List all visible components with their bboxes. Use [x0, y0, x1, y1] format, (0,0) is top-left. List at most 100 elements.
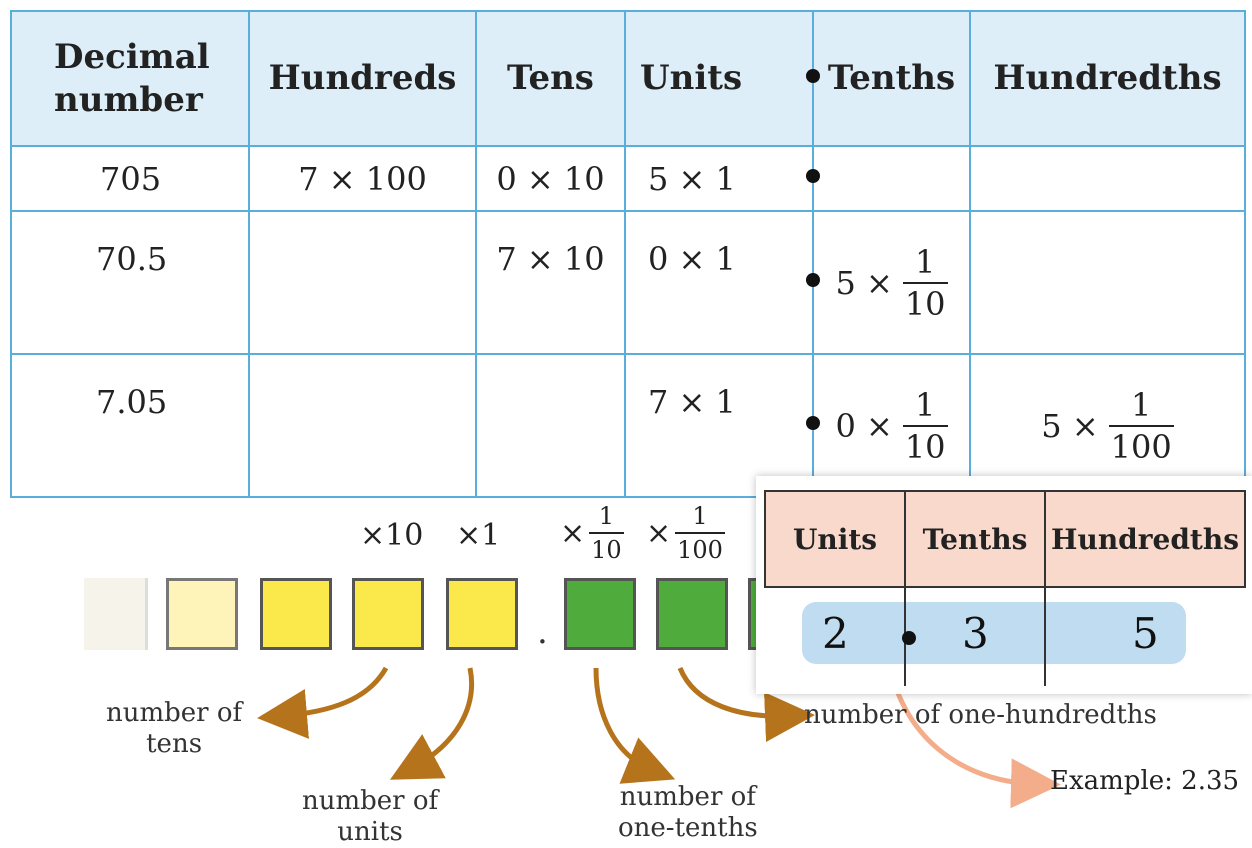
cell-text: 7 × 100 [298, 159, 427, 198]
cell-text: 5 × 1 [648, 159, 736, 198]
coefficient: 0 × [835, 406, 893, 445]
header-text: Hundredths [993, 58, 1222, 99]
coefficient: 5 × [1041, 406, 1099, 445]
example-cell [765, 587, 906, 686]
place-box-tens [352, 578, 424, 650]
example-header-tenths: Tenths [904, 490, 1046, 588]
cell-text: 705 [100, 159, 162, 198]
label-line: tens [146, 729, 203, 760]
place-box-hundreds [166, 578, 238, 650]
numerator: 1 [914, 385, 936, 424]
cell-hundreds [248, 353, 477, 498]
arrow-units [389, 667, 474, 780]
decimal-point [806, 168, 820, 183]
cell-tens: 7 × 10 [475, 210, 626, 355]
header-tens: Tens [475, 10, 626, 147]
place-box-units [446, 578, 518, 650]
place-box-tenths [564, 578, 636, 650]
header-units: Units [624, 10, 814, 147]
header-tenths: Tenths [806, 10, 971, 147]
digit-units: 2 [822, 609, 849, 658]
times-sign: × [560, 515, 586, 551]
denominator: 100 [675, 532, 725, 562]
cell-hundredths [969, 145, 1246, 212]
decimal-point [806, 272, 820, 287]
cell-text: 7.05 [96, 383, 168, 421]
coefficient: 5 × [835, 263, 893, 302]
header-hundreds: Hundreds [248, 10, 477, 147]
decimal-point [806, 68, 820, 83]
arrow-tenths [593, 667, 676, 784]
example-table: Units Tenths Hundredths [764, 490, 1246, 686]
example-cell [1044, 587, 1245, 686]
numerator: 1 [692, 502, 708, 530]
label-line: units [337, 817, 403, 848]
cell-text: 7 × 1 [648, 383, 736, 421]
cell-units: 0 × 1 [624, 210, 814, 355]
cell-text: 70.5 [96, 240, 168, 278]
cell-tenths [806, 145, 971, 212]
decimal-point [902, 631, 916, 645]
example-panel: Units Tenths Hundredths 2 3 5 [756, 476, 1252, 694]
example-header-row: Units Tenths Hundredths [764, 490, 1246, 588]
label-line: number of [302, 786, 439, 816]
cell-units: 5 × 1 [624, 145, 814, 212]
label-hundredths: number of one-hundredths [804, 700, 1157, 730]
cell-hundreds: 7 × 100 [248, 145, 477, 212]
label-tens: number of tens [106, 698, 242, 760]
example-header-hundredths: Hundredths [1044, 490, 1246, 588]
table-header-row: Decimal number Hundreds Tens Units Tenth… [10, 10, 1246, 147]
header-decimal-number: Decimal number [10, 10, 250, 147]
header-text: Units [640, 58, 743, 99]
cell-hundredths [969, 210, 1246, 355]
denominator: 10 [589, 532, 624, 562]
denominator: 10 [902, 281, 948, 320]
cell-units: 7 × 1 [624, 353, 814, 498]
times-sign: × [646, 515, 672, 551]
digit-hundredths: 5 [1132, 609, 1159, 658]
place-value-table: Decimal number Hundreds Tens Units Tenth… [10, 10, 1246, 498]
numerator: 1 [598, 502, 615, 530]
cell-text: 0 × 10 [496, 159, 605, 198]
header-text: Tens [507, 58, 594, 99]
header-text: Hundreds [268, 58, 457, 99]
multiplier-units: ×1 [456, 518, 501, 553]
label-tenths: number of one-tenths [618, 782, 758, 844]
cell-tens [475, 353, 626, 498]
multiplier-tens: ×10 [360, 518, 424, 553]
cell-hundreds [248, 210, 477, 355]
numerator: 1 [914, 242, 936, 281]
arrow-hundredths [677, 666, 815, 742]
cell-tens: 0 × 10 [475, 145, 626, 212]
example-label: Example: 2.35 [1050, 766, 1240, 796]
cell-text: 0 × 1 [648, 240, 736, 278]
label-line: number of [619, 782, 756, 812]
label-line: number of [106, 698, 243, 728]
example-header-units: Units [764, 490, 906, 588]
cell-decimal: 7.05 [10, 353, 250, 498]
decimal-point: . [537, 612, 548, 652]
header-hundredths: Hundredths [969, 10, 1246, 147]
numerator: 1 [1130, 385, 1152, 424]
table-row: 705 7 × 100 0 × 10 5 × 1 [10, 145, 1246, 212]
example-digit-row [765, 587, 1245, 686]
cell-text: 7 × 10 [496, 240, 605, 278]
place-box-faded [84, 578, 148, 650]
arrow-tens [257, 666, 389, 739]
label-units: number of units [302, 786, 438, 848]
cell-decimal: 70.5 [10, 210, 250, 355]
denominator: 100 [1108, 424, 1174, 463]
denominator: 10 [902, 424, 948, 463]
header-text: Tenths [827, 58, 956, 99]
decimal-point [806, 415, 820, 430]
